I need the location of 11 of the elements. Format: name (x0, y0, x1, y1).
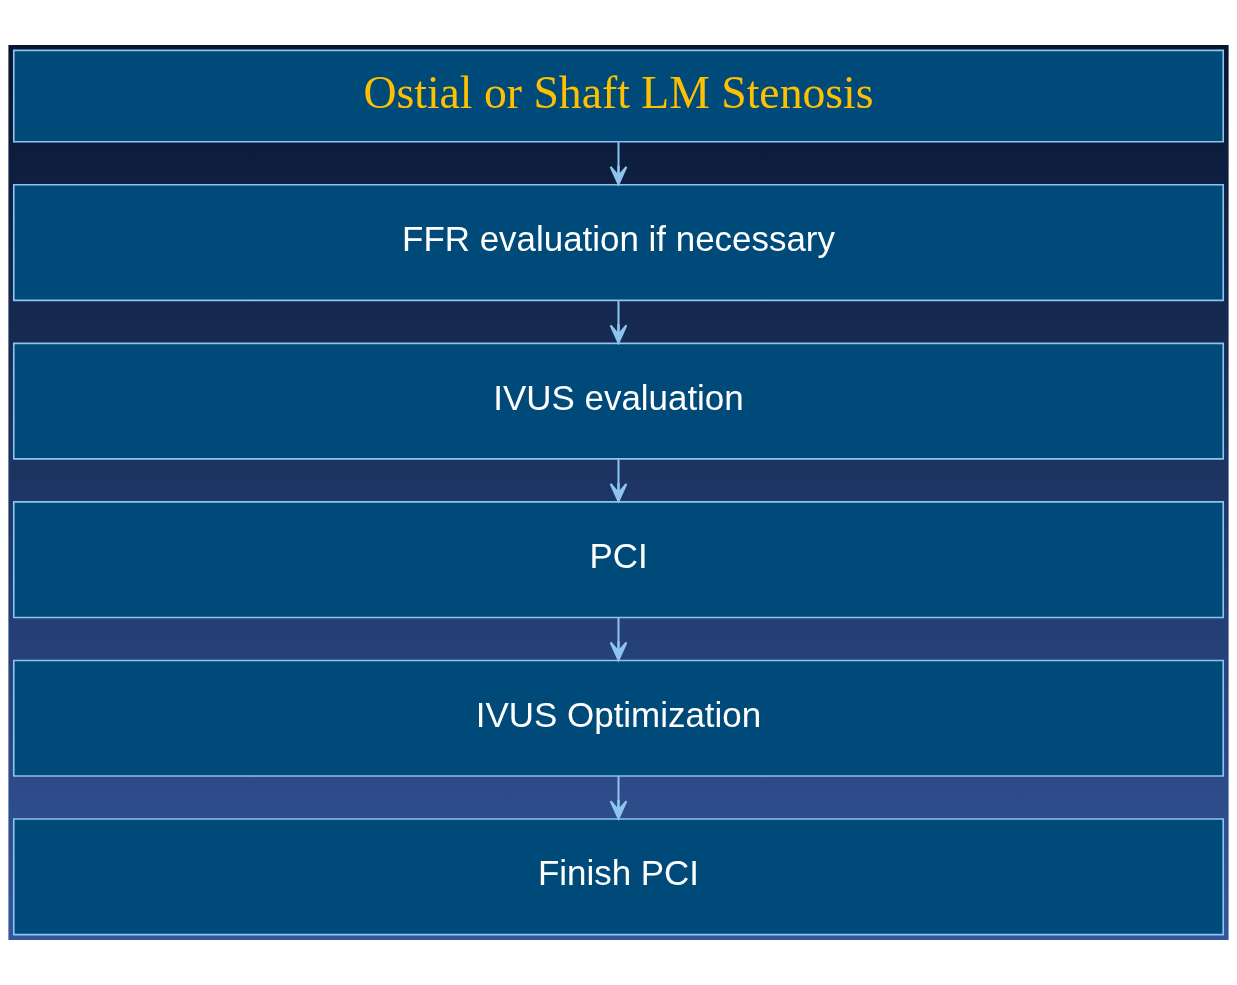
node-box: IVUS Optimization (12, 659, 1225, 777)
arrow (609, 776, 628, 820)
arrow (609, 300, 628, 344)
node-box: Finish PCI (12, 818, 1225, 936)
node-box: Ostial or Shaft LM Stenosis (12, 49, 1225, 143)
arrow (609, 142, 628, 186)
arrow (609, 459, 628, 503)
node-box: IVUS evaluation (12, 342, 1225, 460)
node-box: FFR evaluation if necessary (12, 183, 1225, 302)
arrow (609, 617, 628, 661)
node-box: PCI (12, 501, 1225, 619)
